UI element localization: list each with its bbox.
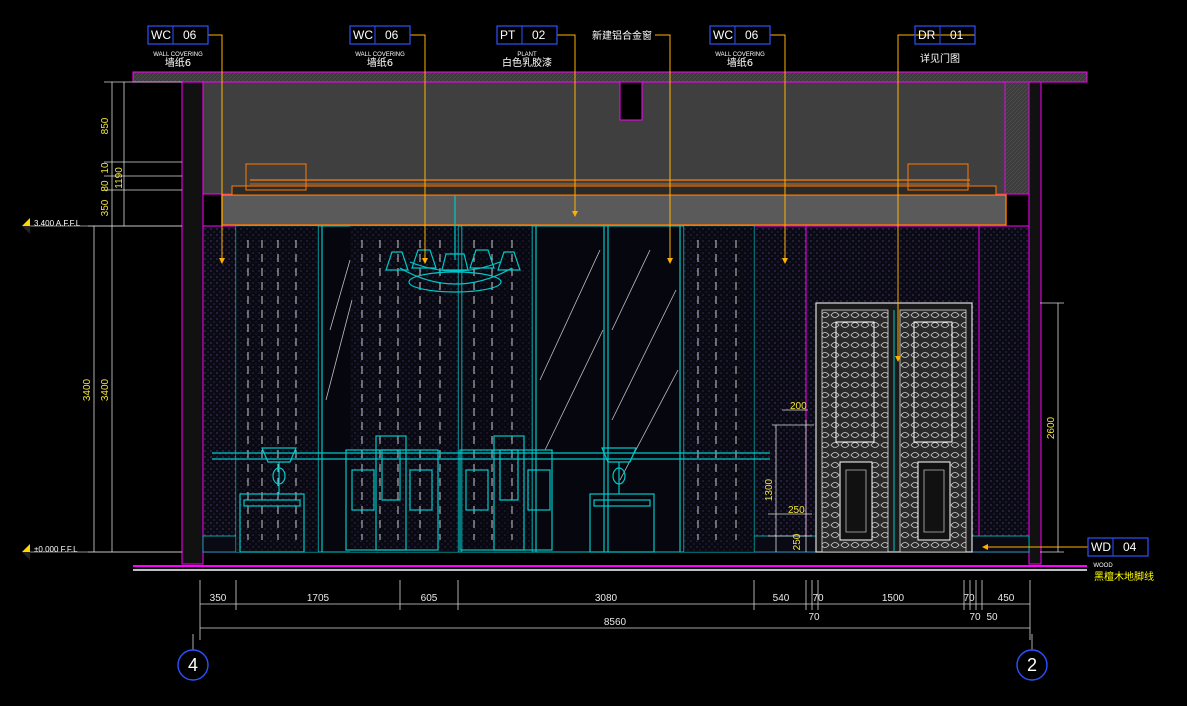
tag-sublabel: 详见门图	[920, 52, 960, 65]
material-tag-1: WC 06 WALL COVERING 墙纸6	[147, 25, 209, 69]
bottom-dimensions	[199, 580, 1031, 640]
tag-num: 06	[385, 28, 399, 42]
dim-3400-inner: 3400	[100, 378, 111, 401]
dim-3400-outer: 3400	[82, 378, 93, 401]
dim-1300: 1300	[764, 478, 775, 501]
double-door	[815, 302, 973, 553]
tag-label: WALL COVERING	[153, 52, 203, 58]
tag-label: WALL COVERING	[715, 52, 765, 58]
dim-3080: 3080	[595, 593, 618, 604]
left-dim-text: 850 10 80 350 1190 3400 3400	[82, 117, 125, 401]
dim-540: 540	[773, 593, 790, 604]
tag-code: WD	[1091, 540, 1111, 554]
level-floor-label: ±0.000 F.F.L	[34, 545, 78, 554]
tag-label: WALL COVERING	[355, 52, 405, 58]
dim-70-a: 70	[812, 593, 824, 604]
window-wall	[235, 225, 755, 553]
dim-2600: 2600	[1046, 416, 1057, 439]
dim-350: 350	[100, 199, 111, 216]
level-floor-icon	[22, 544, 30, 552]
ceiling-structure	[132, 71, 1088, 565]
tag-num: 06	[745, 28, 759, 42]
dim-250-b: 250	[792, 533, 803, 550]
dim-70-c: 70	[963, 593, 975, 604]
dim-850: 850	[100, 117, 111, 134]
tag-code: WC	[151, 28, 171, 42]
grid-label-left: 4	[188, 655, 198, 675]
tag-sublabel: 墙纸6	[727, 56, 753, 69]
grid-marker-right: 2	[1016, 634, 1048, 681]
dim-605: 605	[421, 593, 438, 604]
tag-num: 04	[1123, 540, 1137, 554]
tag-sublabel: 墙纸6	[165, 56, 191, 69]
dining-set	[212, 435, 770, 553]
tag-num: 06	[183, 28, 197, 42]
dim-350: 350	[210, 593, 227, 604]
tag-sublabel: 黑檀木地脚线	[1094, 570, 1154, 583]
dim-1500: 1500	[882, 593, 905, 604]
dim-80: 80	[100, 180, 111, 192]
dim-50: 50	[986, 612, 998, 623]
grid-marker-left: 4	[177, 634, 209, 681]
dim-200: 200	[790, 401, 807, 412]
material-tag-4: WC 06 WALL COVERING 墙纸6	[709, 25, 771, 69]
dim-450: 450	[998, 593, 1015, 604]
window-note: 新建铝合金窗	[592, 29, 652, 42]
tag-code: DR	[918, 28, 936, 42]
tag-sublabel: 白色乳胶漆	[502, 56, 552, 69]
leader-lines	[208, 34, 1088, 548]
level-top-label: 3.400 A.F.F.L	[34, 219, 81, 228]
tag-num: 02	[532, 28, 546, 42]
dim-1190: 1190	[114, 167, 125, 189]
chandelier	[385, 195, 521, 293]
dim-70-b: 70	[808, 612, 820, 623]
tag-sublabel: 墙纸6	[367, 56, 393, 69]
material-tag-5: DR 01 详见门图	[914, 25, 976, 65]
right-dimensions	[768, 302, 1064, 553]
floor-line	[133, 565, 1087, 571]
tag-label: WOOD	[1093, 563, 1113, 569]
tag-num: 01	[950, 28, 964, 42]
left-dimensions	[88, 81, 182, 553]
bottom-dim-text: 350 1705 605 3080 540 70 70 1500 70 450 …	[210, 593, 1015, 628]
tag-code: WC	[713, 28, 733, 42]
dim-250-a: 250	[788, 505, 805, 516]
dim-1705: 1705	[307, 593, 330, 604]
dim-total: 8560	[604, 617, 627, 628]
material-tag-2: WC 06 WALL COVERING 墙纸6	[349, 25, 411, 69]
tag-code: WC	[353, 28, 373, 42]
dim-10: 10	[100, 162, 111, 174]
dim-70-d: 70	[969, 612, 981, 623]
tag-code: PT	[500, 28, 516, 42]
leader-arrows	[219, 211, 988, 550]
grid-label-right: 2	[1027, 655, 1037, 675]
material-tag-3: PT 02 PLANT 白色乳胶漆	[496, 25, 558, 69]
right-dim-text: 2600 200 1300 250 250	[764, 401, 1057, 550]
level-top-icon	[22, 218, 30, 226]
tag-label: PLANT	[517, 52, 537, 58]
floor-material-tag: WD 04 WOOD 黑檀木地脚线	[1087, 537, 1154, 583]
